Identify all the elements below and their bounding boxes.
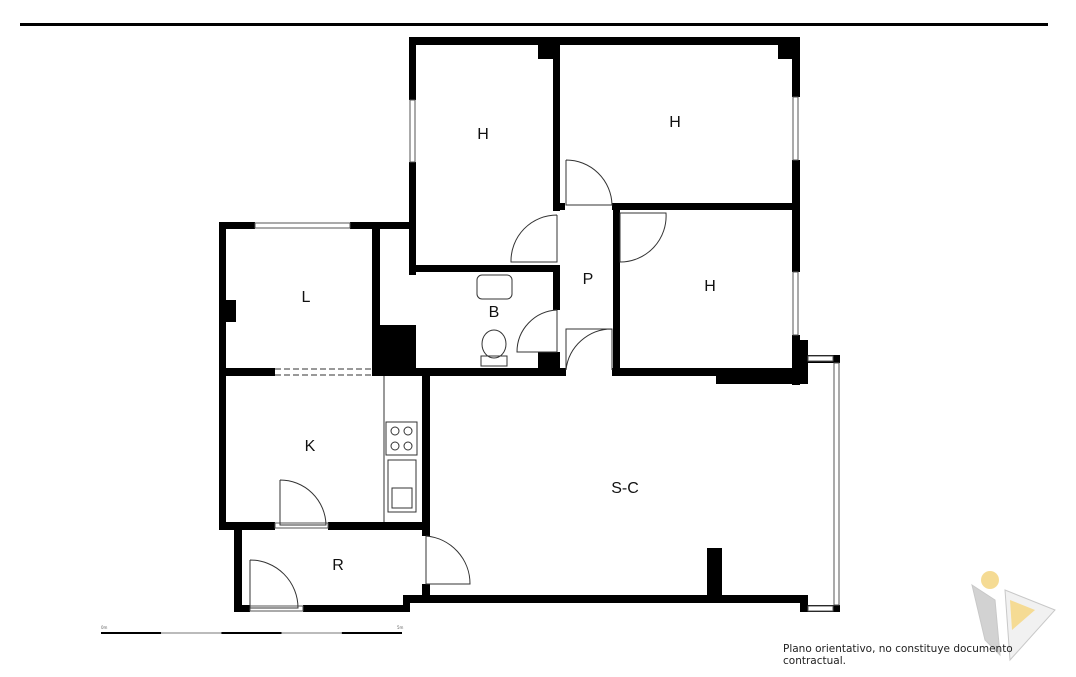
room-label-hallway: P (583, 271, 594, 288)
door-swing (425, 535, 471, 585)
room-label-bedroom-1: H (477, 126, 489, 143)
door-swing (279, 479, 327, 526)
room-label-laundry: L (302, 289, 311, 306)
wall-segment (226, 300, 236, 322)
window (792, 96, 799, 161)
stove-burner (403, 441, 413, 451)
wall-segment (792, 335, 800, 385)
scale-segment (341, 632, 402, 634)
window (807, 355, 834, 362)
wall-segment (833, 605, 840, 612)
scale-segments (101, 632, 402, 634)
door-swing (249, 559, 299, 609)
wall-segment (792, 160, 800, 272)
wall-segment (372, 325, 416, 376)
wall-segment (372, 229, 380, 329)
room-label-bedroom-3: H (704, 278, 716, 295)
room-label-storage: R (332, 557, 344, 574)
disclaimer-note: Plano orientativo, no constituye documen… (783, 643, 1013, 667)
wall-segment (303, 605, 410, 612)
room-label-living-dining: S-C (611, 480, 639, 497)
wall-segment (409, 162, 416, 275)
kitchen-sink-basin (391, 487, 413, 509)
header-rule (20, 23, 1048, 26)
wall-segment (416, 265, 560, 272)
wall-segment (792, 37, 800, 97)
window (807, 605, 834, 612)
fixtures (383, 274, 513, 522)
window (792, 271, 799, 336)
wall-segment (350, 222, 416, 229)
wall-segment (409, 37, 416, 100)
logo (971, 571, 1056, 662)
stove-burner (390, 426, 400, 436)
wall-segment (219, 522, 275, 530)
window (833, 362, 840, 606)
wall-segment (612, 203, 800, 210)
room-label-bedroom-2: H (669, 114, 681, 131)
kitchen-sink (387, 459, 417, 513)
scale-segment (101, 632, 162, 634)
wall-segment (234, 530, 242, 612)
logo-inner-triangle (1010, 600, 1035, 630)
door-swing (510, 214, 558, 263)
wall-segment (553, 203, 565, 210)
wall-segment (612, 368, 718, 376)
wall-segment (409, 37, 800, 45)
wall-segment (553, 265, 560, 310)
wall-segment (553, 37, 560, 211)
wall-segment (422, 584, 430, 598)
toilet-tank (480, 355, 508, 367)
stove-burner (403, 426, 413, 436)
wall-segment (328, 522, 430, 530)
door-swing (516, 309, 558, 353)
room-label-bathroom: B (489, 304, 500, 321)
wall-segment (219, 368, 275, 376)
walls (219, 37, 840, 612)
wall-segment (422, 376, 430, 536)
logo-left-wing (971, 583, 1001, 657)
wall-segment (416, 368, 566, 376)
scale-end: 5m (397, 625, 404, 630)
stove-burner (390, 441, 400, 451)
wall-segment (707, 548, 722, 598)
window (409, 99, 416, 163)
stove (385, 421, 418, 456)
door-swing (619, 212, 667, 263)
wall-segment (716, 368, 808, 384)
wall-segment (380, 368, 430, 376)
room-label-kitchen: K (305, 438, 316, 455)
wall-segment (613, 203, 620, 376)
bathroom-sink (476, 274, 513, 300)
scale-segment (221, 632, 282, 634)
doors (249, 159, 667, 609)
door-swing (565, 159, 613, 206)
door-swing (565, 328, 613, 371)
window (254, 222, 351, 229)
logo-sun (981, 571, 999, 589)
scale-segment (161, 632, 222, 634)
wall-segment (403, 595, 808, 603)
wall-segment (234, 605, 250, 612)
stove-burners (390, 426, 413, 451)
scale-bar: 0m 5m (101, 625, 404, 634)
wall-segment (403, 595, 410, 612)
toilet-bowl (481, 329, 507, 359)
scale-start: 0m (101, 625, 108, 630)
wall-segment (833, 355, 840, 363)
scale-segment (281, 632, 342, 634)
wall-segment (800, 595, 808, 612)
wall-segment (219, 222, 255, 229)
